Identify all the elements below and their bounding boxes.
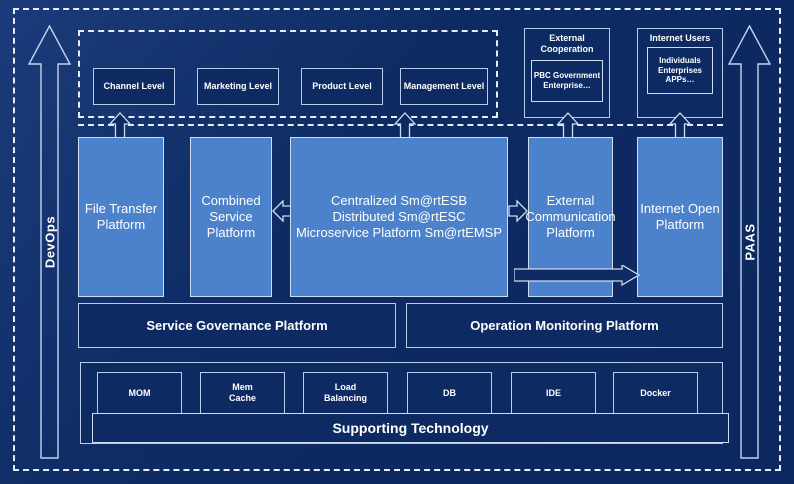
tech-label-db: DB: [443, 387, 456, 398]
external-cooperation-title: External Cooperation: [540, 33, 594, 54]
arrow-right-integration-to-external-comm: [508, 198, 528, 224]
external-cooperation-box[interactable]: External Cooperation PBC Government Ente…: [524, 28, 610, 118]
platform-label-integration-line-2: Distributed Sm@rtESC: [332, 208, 466, 224]
arrow-up-internet-users: [668, 112, 692, 140]
tech-label-load-balancing-line-2: Balancing: [323, 393, 367, 403]
platform-file-transfer[interactable]: File Transfer Platform: [78, 137, 164, 297]
internet-users-title: Internet Users: [649, 33, 711, 43]
band-operation-monitoring[interactable]: Operation Monitoring Platform: [406, 303, 723, 348]
internet-users-detail: Individuals Enterprises APPs…: [657, 55, 703, 85]
tech-label-mem-cache-line-1: Mem: [232, 382, 253, 393]
tech-label-load-balancing-line-1: Load: [334, 382, 357, 393]
outer-boundary: [13, 8, 781, 471]
level-label-product: Product Level: [312, 81, 372, 92]
internet-users-box[interactable]: Internet Users Individuals Enterprises A…: [637, 28, 723, 118]
tech-box-load-balancing[interactable]: Load Balancing: [303, 372, 388, 414]
band-label-operation-monitoring: Operation Monitoring Platform: [470, 317, 659, 333]
tech-label-mem-cache-line-2: Cache: [228, 393, 256, 403]
supporting-technology-label: Supporting Technology: [332, 420, 489, 436]
tech-label-mom: MOM: [128, 387, 151, 398]
tech-box-docker[interactable]: Docker: [613, 372, 698, 414]
platform-label-combined-service: Combined Service Platform: [201, 192, 261, 241]
paas-arrow: PAAS: [727, 22, 772, 462]
tech-box-mem-cache[interactable]: Mem Cache: [200, 372, 285, 414]
arrow-up-external-cooperation: [556, 112, 580, 140]
level-box-marketing[interactable]: Marketing Level: [197, 68, 279, 105]
arrow-right-integration-to-internet-open: [513, 263, 641, 287]
platform-combined-service[interactable]: Combined Service Platform: [190, 137, 272, 297]
internet-users-detail-box: Individuals Enterprises APPs…: [647, 46, 713, 94]
arrow-up-management: [393, 112, 417, 140]
level-box-product[interactable]: Product Level: [301, 68, 383, 105]
tech-label-ide: IDE: [545, 387, 561, 398]
supporting-technology-banner[interactable]: Supporting Technology: [92, 413, 729, 443]
level-box-channel[interactable]: Channel Level: [93, 68, 175, 105]
platform-label-internet-open: Internet Open Platform: [640, 200, 720, 232]
band-label-service-governance: Service Governance Platform: [146, 317, 328, 333]
paas-arrow-shape: [727, 24, 772, 459]
devops-arrow: DevOps: [27, 22, 72, 462]
platform-integration[interactable]: Centralized Sm@rtESB Distributed Sm@rtES…: [290, 137, 508, 297]
paas-label: PAAS: [742, 223, 757, 261]
arrow-left-combined-to-integration: [272, 198, 292, 224]
business-levels-group: [78, 30, 498, 118]
level-box-management[interactable]: Management Level: [400, 68, 488, 105]
tech-box-db[interactable]: DB: [407, 372, 492, 414]
tech-label-docker: Docker: [640, 387, 671, 398]
level-label-channel: Channel Level: [103, 81, 165, 92]
tech-box-ide[interactable]: IDE: [511, 372, 596, 414]
platform-internet-open[interactable]: Internet Open Platform: [637, 137, 723, 297]
external-cooperation-detail: PBC Government Enterprise…: [533, 71, 601, 90]
platform-label-file-transfer: File Transfer Platform: [84, 200, 158, 232]
devops-arrow-shape: [27, 24, 72, 459]
level-label-management: Management Level: [403, 81, 485, 92]
platform-label-integration-line-1: Centralized Sm@rtESB: [330, 192, 468, 208]
arrow-up-channel: [108, 112, 132, 140]
external-cooperation-detail-box: PBC Government Enterprise…: [531, 59, 603, 102]
band-service-governance[interactable]: Service Governance Platform: [78, 303, 396, 348]
platform-label-external-communication: External Communication Platform: [525, 192, 616, 241]
tech-box-mom[interactable]: MOM: [97, 372, 182, 414]
level-label-marketing: Marketing Level: [203, 81, 273, 92]
platform-label-integration-line-3: Microservice Platform Sm@rtEMSP: [295, 225, 503, 241]
devops-label: DevOps: [42, 215, 57, 269]
